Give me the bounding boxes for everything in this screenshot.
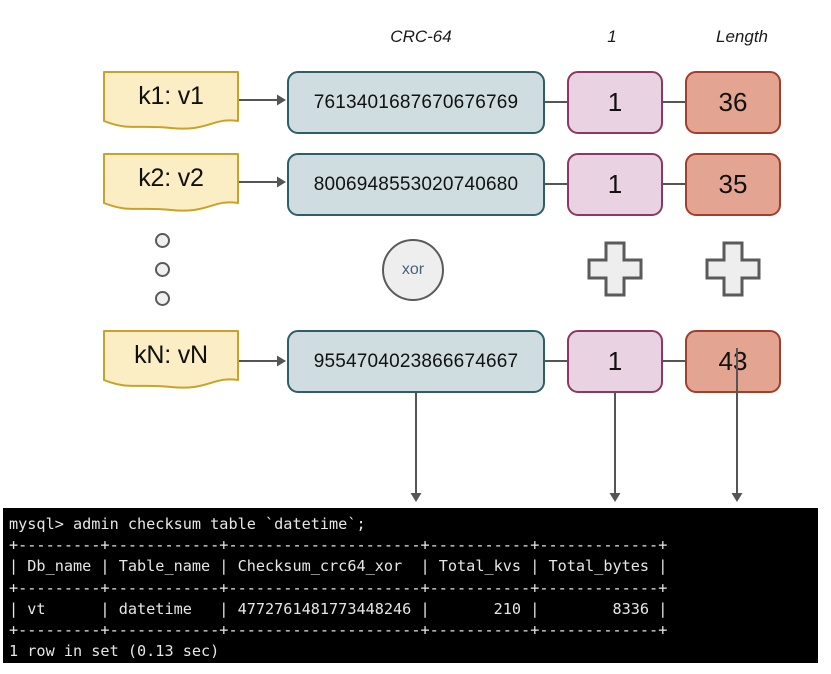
plus-icon-kv bbox=[587, 241, 643, 297]
ellipsis-dot-1 bbox=[155, 233, 170, 248]
connector-kv-len-rowN bbox=[663, 360, 685, 362]
terminal-prompt-line: mysql> admin checksum table `datetime`; bbox=[9, 515, 366, 533]
arrow-note-to-crc-rowN bbox=[239, 355, 286, 367]
label-crc64: CRC-64 bbox=[390, 27, 452, 46]
crc-box-row2: 8006948553020740680 bbox=[287, 153, 545, 216]
terminal-rule-bottom: +---------+------------+----------------… bbox=[9, 621, 668, 640]
ellipsis-dot-2 bbox=[155, 262, 170, 277]
arrow-kv-to-terminal bbox=[609, 393, 621, 502]
terminal-output: mysql> admin checksum table `datetime`; … bbox=[3, 508, 818, 662]
terminal-status-line: 1 row in set (0.13 sec) bbox=[9, 642, 220, 661]
label-one: 1 bbox=[607, 27, 617, 46]
terminal-rule-top: +---------+------------+----------------… bbox=[9, 536, 668, 555]
ellipsis-dot-3 bbox=[155, 291, 170, 306]
connector-crc-kv-row2 bbox=[545, 183, 567, 185]
connector-kv-len-row1 bbox=[663, 101, 685, 103]
length-box-row2: 35 bbox=[685, 153, 781, 216]
arrow-note-to-crc-row2 bbox=[239, 176, 286, 188]
plus-icon-length bbox=[705, 241, 761, 297]
arrow-length-to-terminal bbox=[731, 348, 743, 502]
connector-kv-len-row2 bbox=[663, 183, 685, 185]
terminal-window[interactable]: mysql> admin checksum table `datetime`; … bbox=[3, 508, 818, 663]
note-outline-icon bbox=[103, 71, 239, 130]
length-box-row1: 36 bbox=[685, 71, 781, 134]
note-shape-rowN: kN: vN bbox=[103, 330, 239, 392]
label-length: Length bbox=[716, 27, 768, 46]
note-label-rowN: kN: vN bbox=[134, 340, 208, 369]
crc-box-row1: 7613401687670676769 bbox=[287, 71, 545, 134]
crc-box-rowN: 9554704023866674667 bbox=[287, 330, 545, 393]
note-outline-icon bbox=[103, 153, 239, 212]
note-label-row1: k1: v1 bbox=[138, 81, 204, 110]
terminal-rule-mid: +---------+------------+----------------… bbox=[9, 578, 668, 597]
arrow-note-to-crc-row1 bbox=[239, 94, 286, 106]
terminal-header-line: | Db_name | Table_name | Checksum_crc64_… bbox=[9, 557, 668, 576]
note-outline-icon bbox=[103, 330, 239, 389]
length-box-rowN: 43 bbox=[685, 330, 781, 393]
note-shape-row1: k1: v1 bbox=[103, 71, 239, 133]
connector-crc-kv-row1 bbox=[545, 101, 567, 103]
arrow-crc-to-terminal bbox=[410, 393, 422, 502]
connector-crc-kv-rowN bbox=[545, 360, 567, 362]
note-label-row2: k2: v2 bbox=[138, 163, 204, 192]
terminal-data-line: | vt | datetime | 4772761481773448246 | … bbox=[9, 599, 668, 618]
kv-box-row1: 1 bbox=[567, 71, 663, 134]
note-shape-row2: k2: v2 bbox=[103, 153, 239, 215]
xor-operator-circle: xor bbox=[382, 239, 444, 301]
kv-box-row2: 1 bbox=[567, 153, 663, 216]
kv-box-rowN: 1 bbox=[567, 330, 663, 393]
